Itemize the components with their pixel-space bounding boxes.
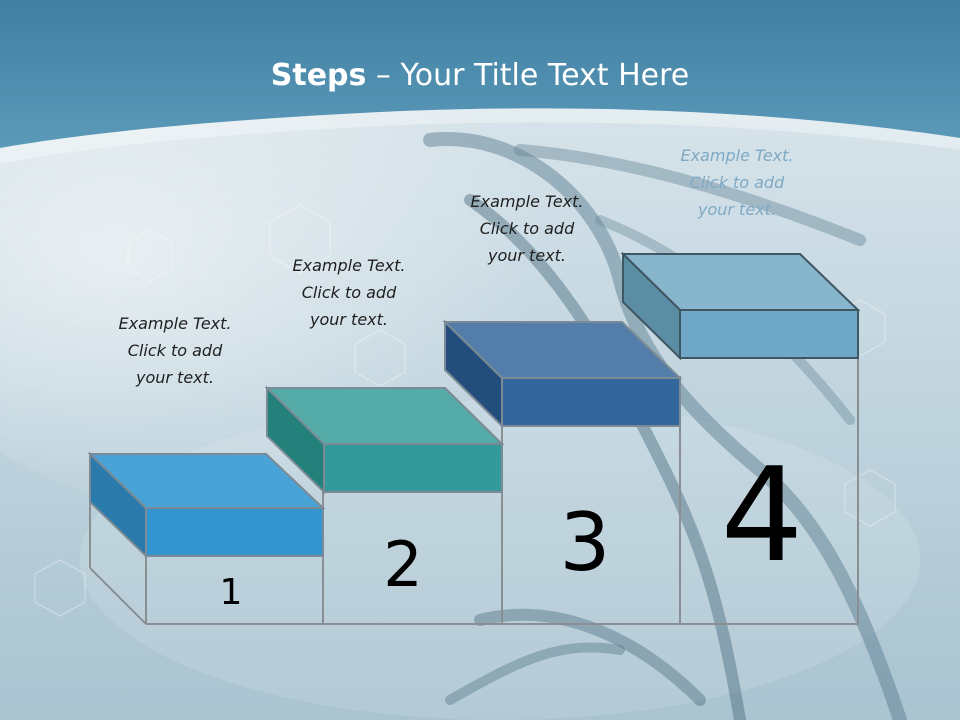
step-4-block[interactable] xyxy=(620,251,861,361)
caption-line: Example Text. xyxy=(680,146,794,165)
caption-line: your text. xyxy=(697,200,776,219)
caption-line: your text. xyxy=(487,246,566,265)
title-bold: Steps xyxy=(270,58,367,93)
caption-line: Click to add xyxy=(479,219,575,238)
caption-line: Example Text. xyxy=(292,256,406,275)
step-1-caption[interactable]: Example Text. Click to add your text. xyxy=(90,310,260,391)
caption-line: your text. xyxy=(309,310,388,329)
step-1-front xyxy=(145,507,324,557)
caption-line: Click to add xyxy=(689,173,785,192)
step-1-number: 1 xyxy=(220,572,243,613)
step-1-block[interactable] xyxy=(87,451,326,559)
caption-line: your text. xyxy=(135,368,214,387)
step-2-block[interactable] xyxy=(264,385,505,495)
step-3-caption[interactable]: Example Text. Click to add your text. xyxy=(442,188,612,269)
slide-title[interactable]: Steps – Your Title Text Here xyxy=(0,56,960,96)
staircase-outline xyxy=(89,358,859,625)
step-3-front xyxy=(501,377,681,427)
step-4-front xyxy=(679,309,859,359)
step-3-number: 3 xyxy=(560,496,611,589)
caption-line: Example Text. xyxy=(118,314,232,333)
caption-line: Click to add xyxy=(127,341,223,360)
step-2-number: 2 xyxy=(383,528,422,601)
step-4-number: 4 xyxy=(721,439,804,591)
step-2-front xyxy=(323,443,503,493)
step-4-caption[interactable]: Example Text. Click to add your text. xyxy=(652,142,822,223)
caption-line: Click to add xyxy=(301,283,397,302)
caption-line: Example Text. xyxy=(470,192,584,211)
step-3-block[interactable] xyxy=(442,319,683,429)
step-2-caption[interactable]: Example Text. Click to add your text. xyxy=(264,252,434,333)
title-rest: – Your Title Text Here xyxy=(366,58,690,93)
